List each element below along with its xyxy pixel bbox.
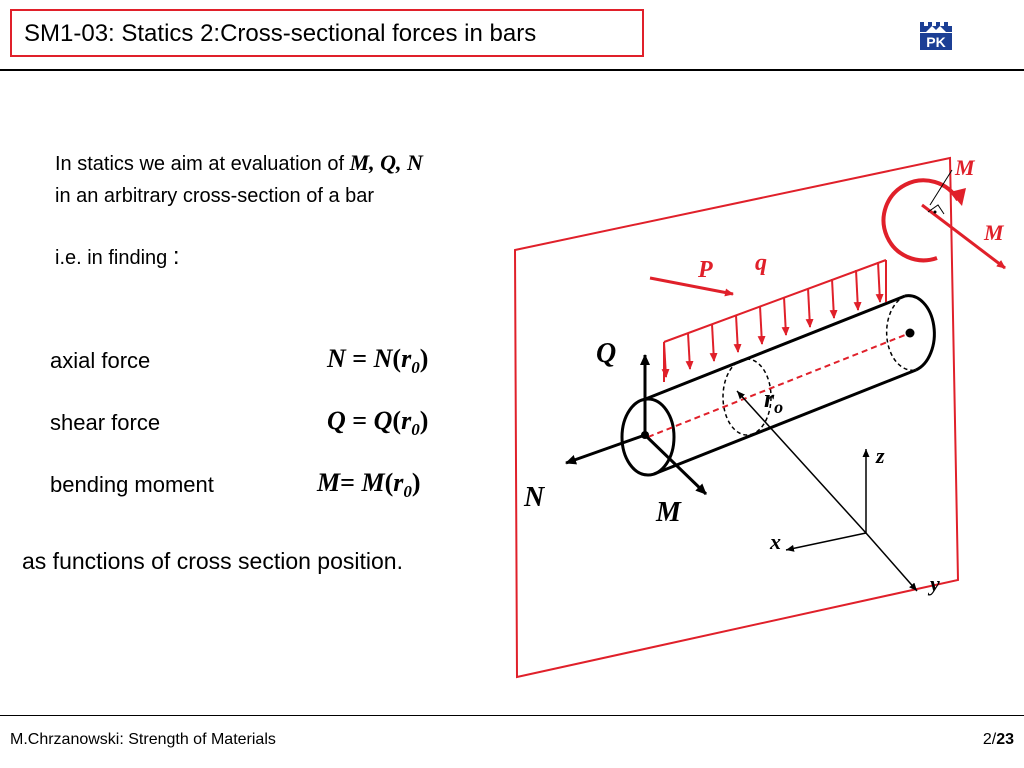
label-M-top: M (954, 155, 976, 180)
moment-M-symbol (881, 169, 1006, 270)
label-z: z (875, 443, 885, 468)
formula-sub: 0 (411, 358, 420, 378)
label-r: ro (764, 384, 783, 417)
intro-line1: In statics we aim at evaluation of (55, 153, 345, 175)
formula-equals: = (340, 468, 362, 497)
intro-symbols: M, Q, N (349, 150, 423, 175)
intro-line2: in an arbitrary cross-section of a bar (55, 185, 375, 207)
finding-label: i.e. in finding (55, 247, 168, 269)
label-y: y (927, 571, 940, 596)
axial-force-formula: N = N(r0) (327, 344, 429, 378)
coordinate-axes (785, 449, 918, 592)
moment-M-arrow (643, 433, 708, 496)
slide-title: SM1-03: Statics 2:Cross-sectional forces… (24, 20, 537, 47)
formula-lhs: Q (327, 406, 346, 435)
bar-cylinder (620, 294, 936, 477)
logo-text: PK (926, 34, 945, 50)
label-r-sub: o (774, 397, 783, 417)
label-P: P (697, 257, 713, 283)
formula-lhs: N (327, 344, 346, 373)
label-r-main: r (764, 384, 775, 413)
formula-function: N (373, 344, 393, 373)
conclusion-text: as functions of cross section position. (22, 548, 403, 574)
footer-rule (0, 715, 1024, 716)
axial-force-label: axial force (50, 348, 151, 373)
formula-sub: 0 (411, 420, 420, 440)
cutting-plane (513, 156, 960, 679)
university-logo-icon: PK (918, 18, 954, 52)
title-box: SM1-03: Statics 2:Cross-sectional forces… (10, 9, 644, 57)
distributed-load-q (661, 259, 887, 382)
label-q: q (755, 250, 767, 276)
shear-force-label: shear force (50, 410, 161, 435)
position-vector-r (736, 390, 867, 534)
formula-equals: = (345, 344, 374, 373)
formula-function: M (361, 468, 385, 497)
formula-lhs: M (317, 468, 341, 497)
shear-force-formula: Q = Q(r0) (327, 406, 429, 440)
formula-arg: r (401, 406, 412, 435)
bending-moment-formula: M= M(r0) (317, 468, 421, 502)
label-M-right: M (983, 220, 1005, 245)
footer-total: 23 (996, 731, 1014, 748)
footer-page: 2/ (982, 731, 997, 748)
intro-text: In statics we aim at evaluation of M, Q,… (55, 147, 423, 212)
formula-sub: 0 (403, 482, 412, 502)
formula-equals: = (345, 406, 374, 435)
footer-page-number: 2/23 (983, 731, 1014, 749)
label-M-bottom: M (655, 497, 682, 528)
label-N: N (523, 482, 546, 513)
formula-function: Q (373, 406, 393, 435)
axial-force-N-arrow (565, 433, 646, 465)
finding-colon: : (172, 243, 180, 270)
label-x: x (769, 529, 781, 554)
footer-author: M.Chrzanowski: Strength of Materials (10, 731, 276, 748)
bending-moment-label: bending moment (50, 472, 214, 497)
header-rule (0, 69, 1024, 71)
label-Q: Q (596, 338, 616, 369)
finding-text: i.e. in finding : (55, 243, 180, 271)
force-P-arrow (649, 276, 734, 297)
formula-arg: r (393, 468, 404, 497)
formula-arg: r (401, 344, 412, 373)
